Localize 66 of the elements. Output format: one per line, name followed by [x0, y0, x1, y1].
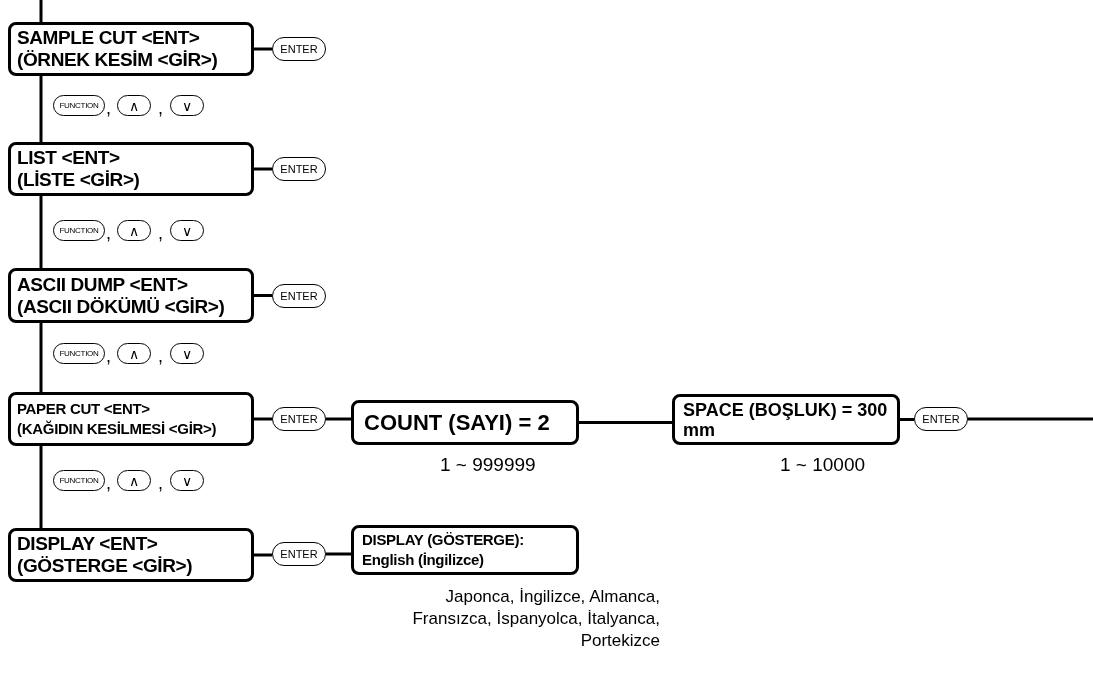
- connector-line: [254, 417, 272, 421]
- setting-text: COUNT (SAYI) = 2: [364, 409, 551, 436]
- setting-text: (ASCII DÖKÜMÜ <GİR>): [17, 295, 226, 318]
- function-key: FUNCTION: [53, 220, 105, 241]
- connector-line: [254, 167, 272, 171]
- enter-key: ENTER: [272, 542, 326, 566]
- function-key: FUNCTION: [53, 95, 105, 116]
- menu-box: [8, 392, 254, 446]
- connector-line: [254, 47, 272, 51]
- arrow-key: ∧: [117, 220, 151, 241]
- connector-line: [39, 446, 43, 528]
- enter-key: ENTER: [272, 407, 326, 431]
- setting-text: (ÖRNEK KESİM <GİR>): [17, 49, 219, 71]
- setting-text: LIST <ENT>: [17, 147, 121, 169]
- setting-text: DISPLAY (GÖSTERGE):: [362, 530, 525, 550]
- arrow-key: ∨: [170, 470, 204, 491]
- connector-line: [254, 553, 272, 557]
- setting-text: SAMPLE CUT <ENT>: [17, 27, 201, 49]
- setting-text: (LİSTE <GİR>): [17, 169, 141, 191]
- menu-box: [8, 142, 254, 196]
- arrow-key: ∧: [117, 95, 151, 116]
- enter-key: ENTER: [914, 407, 968, 431]
- function-key: FUNCTION: [53, 470, 105, 491]
- connector-line: [39, 76, 43, 142]
- arrow-key: ∨: [170, 95, 204, 116]
- setting-text: (KAĞIDIN KESİLMESİ <GİR>): [17, 419, 218, 439]
- connector-line: [968, 417, 1093, 421]
- setting-box: [351, 525, 579, 575]
- setting-text: PAPER CUT <ENT>: [17, 399, 151, 419]
- arrow-key: ∨: [170, 220, 204, 241]
- setting-box: [672, 394, 900, 445]
- enter-key: ENTER: [272, 284, 326, 308]
- separator-comma: ,: [106, 347, 111, 365]
- arrow-key: ∨: [170, 343, 204, 364]
- range-label: 1 ~ 10000: [780, 455, 866, 474]
- arrow-key: ∧: [117, 470, 151, 491]
- connector-line: [900, 418, 914, 421]
- setting-text: (GÖSTERGE <GİR>): [17, 555, 194, 577]
- enter-key: ENTER: [272, 157, 326, 181]
- connector-line: [326, 552, 351, 556]
- menu-box: [8, 22, 254, 76]
- connector-line: [39, 323, 43, 392]
- separator-comma: ,: [106, 474, 111, 492]
- setting-text: SPACE (BOŞLUK) = 300 mm: [683, 399, 889, 440]
- enter-key: ENTER: [272, 37, 326, 61]
- connector-line: [326, 417, 351, 421]
- separator-comma: ,: [158, 347, 163, 365]
- separator-comma: ,: [106, 224, 111, 242]
- setting-text: ASCII DUMP <ENT>: [17, 273, 189, 296]
- connector-line: [254, 294, 272, 297]
- function-key: FUNCTION: [53, 343, 105, 364]
- separator-comma: ,: [158, 474, 163, 492]
- setting-text: English (İngilizce): [362, 550, 485, 570]
- connector-line: [39, 196, 43, 268]
- separator-comma: ,: [106, 99, 111, 117]
- connector-line: [39, 0, 43, 22]
- menu-box: [8, 528, 254, 582]
- separator-comma: ,: [158, 99, 163, 117]
- range-label: 1 ~ 999999: [440, 455, 536, 474]
- options-note: Japonca, İngilizce, Almanca, Fransızca, İspanyolca, İtalyanca, Portekizce: [411, 586, 660, 652]
- setting-text: DISPLAY <ENT>: [17, 533, 159, 555]
- arrow-key: ∧: [117, 343, 151, 364]
- connector-line: [579, 421, 672, 424]
- separator-comma: ,: [158, 224, 163, 242]
- menu-box: [8, 268, 254, 323]
- setting-box: [351, 400, 579, 445]
